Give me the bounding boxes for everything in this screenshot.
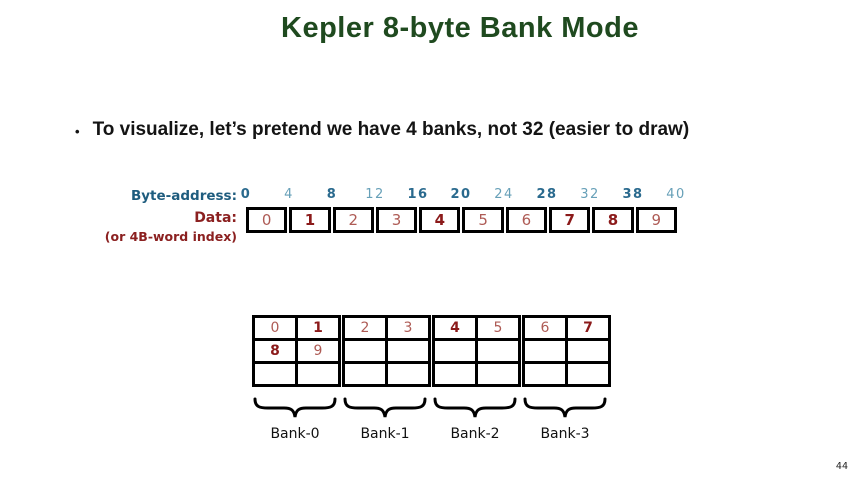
address-tick: 16	[407, 187, 429, 202]
bank-cell: 5	[475, 315, 521, 341]
address-tick: 8	[326, 187, 338, 202]
data-cell: 8	[592, 207, 634, 233]
bank-grid: 2 3	[342, 315, 431, 387]
bank-grid: 4 5	[432, 315, 521, 387]
bank-label: Bank-1	[360, 426, 410, 442]
bank-cell	[565, 361, 611, 387]
bank-cell	[565, 338, 611, 364]
bank-cell	[295, 361, 341, 387]
bank-cell: 3	[385, 315, 431, 341]
data-cell: 5	[462, 207, 504, 233]
bank-cell	[342, 338, 388, 364]
underbrace-icon	[433, 397, 517, 418]
bank-cell	[522, 361, 568, 387]
address-tick: 24	[494, 187, 514, 202]
underbrace-icon	[343, 397, 427, 418]
bank-cell	[475, 361, 521, 387]
bank-cell: 1	[295, 315, 341, 341]
underbrace-icon	[523, 397, 607, 418]
bank-label: Bank-0	[270, 426, 320, 442]
address-tick: 38	[622, 187, 644, 202]
data-cell: 9	[635, 207, 677, 233]
address-tick: 20	[450, 187, 472, 202]
underbrace-icon	[253, 397, 337, 418]
data-cell: 6	[505, 207, 548, 233]
data-cell: 3	[375, 207, 418, 233]
bank-cell	[432, 361, 478, 387]
address-tick: 40	[666, 187, 686, 202]
byte-address-label: Byte-address:	[130, 188, 237, 204]
data-label: Data:	[194, 210, 237, 226]
bank-cell	[522, 338, 568, 364]
bank-label: Bank-3	[540, 426, 590, 442]
bullet-icon: •	[75, 124, 80, 139]
bank-cell: 6	[522, 315, 568, 341]
bank-cell: 9	[295, 338, 341, 364]
bank-grid: 0 1 8 9	[252, 315, 341, 387]
bank-label: Bank-2	[450, 426, 500, 442]
page-number: 44	[835, 461, 848, 472]
address-tick: 32	[580, 187, 600, 202]
bank-cell: 0	[252, 315, 298, 341]
data-cell: 2	[332, 207, 374, 233]
bank-cell	[385, 361, 431, 387]
data-row: 0 1 2 3 4 5 6 7 8 9	[246, 207, 677, 233]
bank-cell	[385, 338, 431, 364]
address-tick: 12	[365, 187, 385, 202]
bank-cell: 7	[565, 315, 611, 341]
data-cell: 4	[419, 207, 461, 233]
bank-cell	[252, 361, 298, 387]
bank-cell	[432, 338, 478, 364]
bank-cell	[342, 361, 388, 387]
bullet-text: To visualize, let’s pretend we have 4 ba…	[92, 119, 690, 140]
bullet-item: • To visualize, let’s pretend we have 4 …	[75, 119, 689, 145]
data-cell: 7	[549, 207, 591, 233]
bank-grid: 6 7	[522, 315, 611, 387]
slide-title: Kepler 8-byte Bank Mode	[281, 12, 639, 44]
address-tick: 4	[284, 187, 294, 202]
bank-cell	[475, 338, 521, 364]
bank-cell: 2	[342, 315, 388, 341]
data-cell: 0	[246, 207, 288, 233]
address-tick: 0	[240, 187, 252, 202]
address-tick: 28	[536, 187, 558, 202]
word-index-label: (or 4B-word index)	[104, 229, 237, 244]
bank-cell: 4	[432, 315, 478, 341]
bank-cell: 8	[252, 338, 298, 364]
data-cell: 1	[289, 207, 331, 233]
